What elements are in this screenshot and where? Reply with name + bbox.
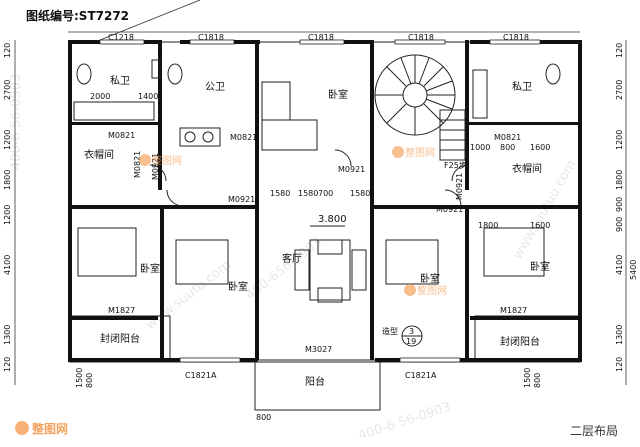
room-label-living: 客厅: [282, 252, 302, 265]
dim-misc-5: 1800: [478, 221, 498, 230]
dim-right-0: 120: [615, 43, 624, 58]
dim-left-3: 1800: [3, 170, 12, 190]
window-label-c1818-2: C1818: [308, 33, 334, 42]
door-label-m3027: M3027: [305, 345, 332, 354]
leader-line: [99, 0, 201, 41]
brand-logo-4: 整图网: [15, 421, 68, 436]
section-label: 造型: [382, 326, 398, 336]
dim-misc-11: 1500: [75, 368, 84, 388]
spiral-staircase: [374, 54, 466, 161]
dim-right-7: 1300: [615, 325, 624, 345]
svg-text:整图网: 整图网: [31, 421, 68, 436]
room-label-bedroom-2: 卧室: [228, 280, 248, 293]
door-label-m0821-left: M0821: [108, 131, 135, 140]
brand-logo-3: 整图网: [404, 284, 447, 297]
door-label-m0921-left-vert: M0921: [151, 153, 160, 180]
door-label-m0821-vert: M0821: [133, 151, 142, 178]
dim-right-6: 4100: [615, 255, 624, 275]
dim-right-3: 1800: [615, 170, 624, 190]
dim-misc-15: 800: [256, 413, 271, 422]
door-label-m0921-right: M0921: [436, 205, 463, 214]
dim-right-4: 900: [615, 197, 624, 212]
window-top-4: [394, 39, 446, 45]
brand-logo-1: 整图网: [139, 154, 182, 167]
footer-caption: 二层布局: [570, 424, 618, 438]
dim-misc-3: 800: [500, 143, 515, 152]
dim-left-2: 1200: [3, 130, 12, 150]
window-label-c1218: C1218: [108, 33, 134, 42]
room-label-public-bath: 公卫: [205, 82, 225, 93]
room-label-closet-left: 衣帽间: [84, 148, 114, 161]
room-label-balcony-left: 封闭阳台: [100, 332, 140, 345]
dim-misc-12: 800: [85, 373, 94, 388]
dim-misc-8: 1580: [298, 189, 318, 198]
dim-left-7: 120: [3, 357, 12, 372]
section-den: 19: [406, 337, 416, 346]
svg-text:整图网: 整图网: [417, 284, 447, 297]
room-label-balcony-center: 阳台: [305, 375, 325, 388]
door-label-m0821-mid: M0821: [230, 133, 257, 142]
dim-left-4: 1200: [3, 205, 12, 225]
fixtures: [73, 59, 561, 303]
window-label-c1818-3: C1818: [408, 33, 434, 42]
svg-text:整图网: 整图网: [405, 146, 435, 159]
door-label-m1827-right: M1827: [500, 306, 527, 315]
stair-steps-label: F25步: [444, 161, 467, 170]
window-label-c1821a-left: C1821A: [185, 371, 217, 380]
room-label-bedroom-left: 卧室: [140, 262, 160, 275]
dim-left-0: 120: [3, 43, 12, 58]
window-label-c1821a-right: C1821A: [405, 371, 437, 380]
watermark-phone-bottom: 400-6 56-0903: [357, 400, 453, 443]
door-swings: [149, 149, 469, 207]
room-label-private-bath-right: 私卫: [512, 81, 532, 93]
window-bottom-right: [399, 357, 461, 363]
watermark-phone-left: 400-6 56-0903: [9, 74, 24, 170]
dim-misc-2: 1000: [470, 143, 490, 152]
dim-misc-4: 1600: [530, 143, 550, 152]
door-label-m1827-left: M1827: [108, 306, 135, 315]
window-label-c1818-1: C1818: [198, 33, 224, 42]
dim-left-6: 1300: [3, 325, 12, 345]
dim-right-5: 900: [615, 217, 624, 232]
door-label-m0921-center: M0921: [338, 165, 365, 174]
drawing-number: 图纸编号:ST7272: [26, 8, 129, 23]
window-top-5: [489, 39, 541, 45]
window-label-c1818-4: C1818: [503, 33, 529, 42]
brand-logo-2: 整图网: [392, 146, 435, 159]
balcony-center-outline: [254, 359, 381, 411]
section-num: 3: [409, 327, 414, 336]
dim-misc-0: 2000: [90, 92, 110, 101]
room-label-closet-right: 衣帽间: [512, 162, 542, 175]
dim-misc-10: 700: [318, 189, 333, 198]
dim-left-1: 2700: [3, 80, 12, 100]
room-label-bedroom-right: 卧室: [530, 260, 550, 273]
dim-misc-9: 1580: [350, 189, 370, 198]
window-top-1: [99, 39, 145, 45]
room-label-bedroom-top: 卧室: [328, 88, 348, 101]
dim-right-outer: 5400: [629, 260, 638, 280]
room-label-bedroom-3: 卧室: [420, 272, 440, 285]
dim-misc-14: 800: [533, 373, 542, 388]
svg-text:整图网: 整图网: [152, 154, 182, 167]
door-label-m0821-right: M0821: [494, 133, 521, 142]
dim-misc-1: 1400: [138, 92, 158, 101]
dim-right-1: 2700: [615, 80, 624, 100]
dim-misc-13: 1500: [523, 368, 532, 388]
door-label-m0921-right-vert: M0921: [455, 173, 464, 200]
dim-left-5: 4100: [3, 255, 12, 275]
room-label-balcony-right: 封闭阳台: [500, 335, 540, 348]
window-top-3: [299, 39, 345, 45]
door-label-m0921-top: M0921: [228, 195, 255, 204]
dim-right-2: 1200: [615, 130, 624, 150]
elevation-label: 3.800: [318, 214, 347, 225]
room-label-private-bath-left: 私卫: [110, 75, 130, 87]
dim-misc-6: 1600: [530, 221, 550, 230]
dim-right-8: 120: [615, 357, 624, 372]
window-top-2: [189, 39, 235, 45]
dim-misc-7: 1580: [270, 189, 290, 198]
window-bottom-left: [179, 357, 241, 363]
